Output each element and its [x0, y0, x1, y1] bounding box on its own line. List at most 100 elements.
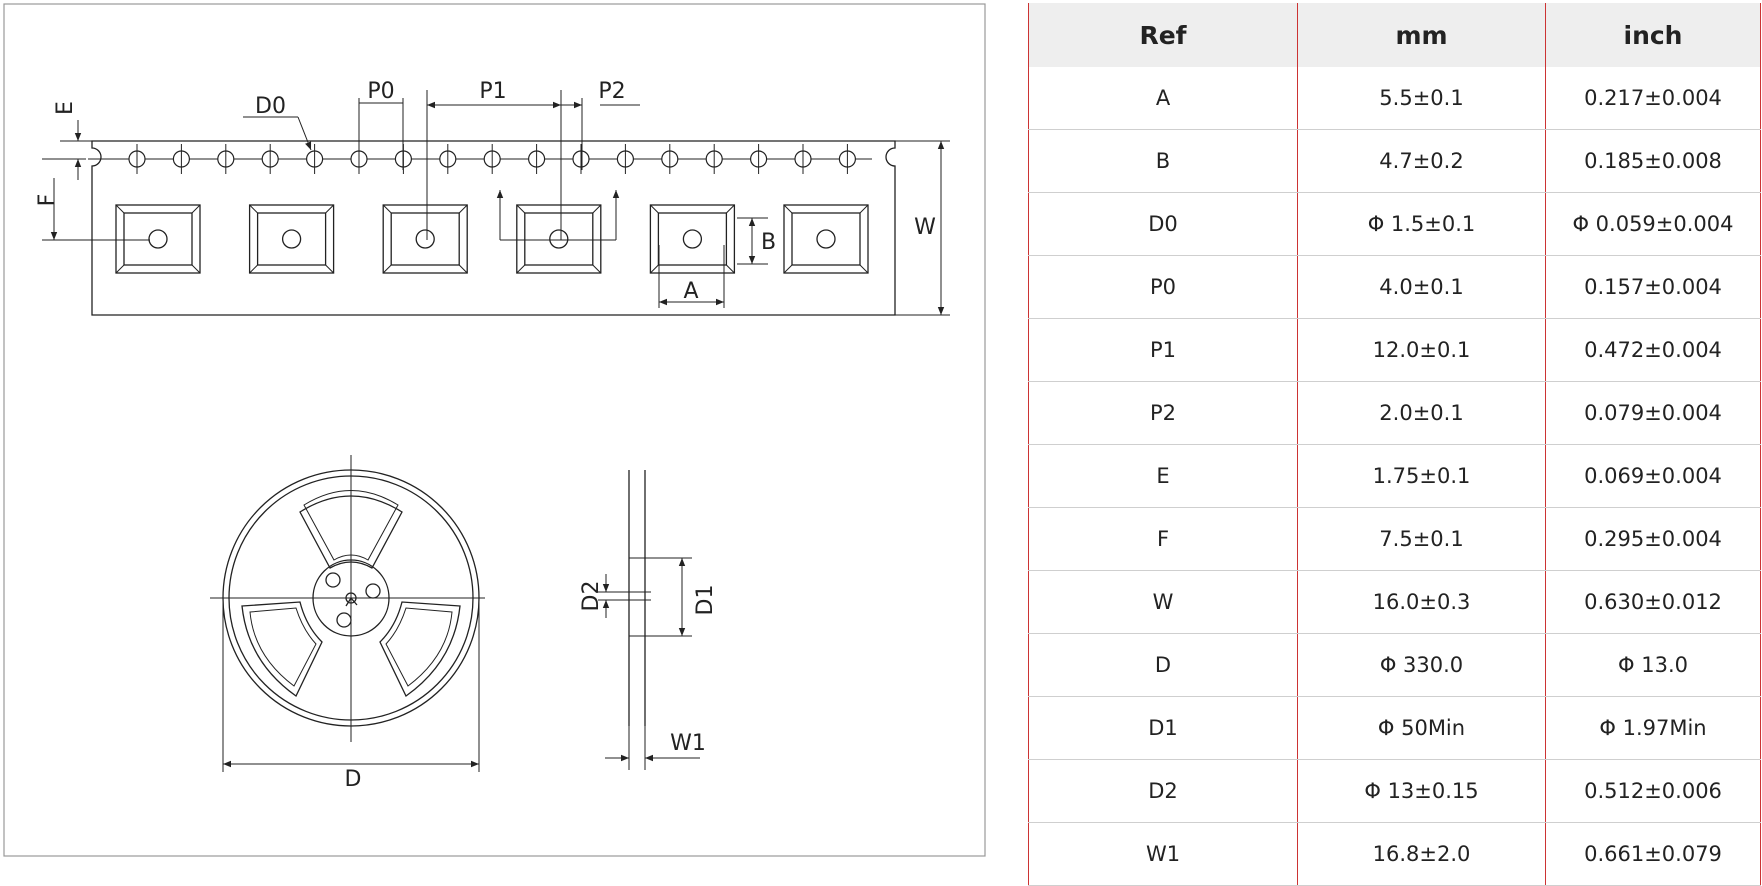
dim-label-D: D	[345, 767, 362, 792]
drawing-frame	[3, 3, 986, 857]
dim-label-P1: P1	[479, 79, 506, 104]
cell-inch: Φ 1.97Min	[1545, 696, 1761, 760]
cell-inch: Φ 13.0	[1545, 633, 1761, 697]
cell-ref: P0	[1028, 255, 1298, 319]
cell-inch: 0.157±0.004	[1545, 255, 1761, 319]
dim-D0-leader	[243, 116, 312, 151]
dim-label-D1: D1	[693, 585, 718, 616]
dim-label-D2: D2	[579, 581, 604, 612]
cell-inch: 0.472±0.004	[1545, 318, 1761, 382]
tape-reel-drawing: E F D0 P0 P1 P2 W	[3, 3, 986, 857]
cell-ref: P2	[1028, 381, 1298, 445]
cell-inch: 0.079±0.004	[1545, 381, 1761, 445]
pocket-hole	[281, 229, 302, 249]
cell-ref: A	[1028, 67, 1298, 130]
dim-P0	[358, 98, 404, 170]
component-pockets	[115, 204, 869, 274]
cell-inch: 0.295±0.004	[1545, 507, 1761, 571]
dim-label-D0: D0	[255, 94, 286, 119]
component-pocket	[649, 204, 736, 274]
dim-label-P0: P0	[367, 79, 394, 104]
cell-ref: W1	[1028, 822, 1298, 886]
cell-ref: B	[1028, 129, 1298, 193]
cell-mm: Φ 330.0	[1297, 633, 1546, 697]
cell-mm: 5.5±0.1	[1297, 67, 1546, 130]
cell-inch: 0.069±0.004	[1545, 444, 1761, 508]
pocket-hole	[549, 229, 569, 249]
sprocket-holes	[128, 144, 857, 174]
dim-B	[737, 217, 768, 265]
dim-P1	[426, 90, 562, 240]
dim-W1	[605, 726, 700, 770]
cell-ref: D	[1028, 633, 1298, 697]
pocket-hole	[148, 229, 168, 249]
cell-ref: W	[1028, 570, 1298, 634]
pocket-center-arrows	[496, 190, 620, 241]
cell-inch: 0.185±0.008	[1545, 129, 1761, 193]
component-pocket	[115, 204, 201, 274]
pocket-hole	[682, 229, 703, 249]
dim-F	[42, 158, 150, 241]
header-mm: mm	[1297, 3, 1546, 67]
dim-A	[658, 245, 725, 308]
pocket-hole	[415, 229, 435, 249]
cell-mm: 16.8±2.0	[1297, 822, 1546, 886]
cell-mm: Φ 13±0.15	[1297, 759, 1546, 823]
cell-ref: D0	[1028, 192, 1298, 256]
header-ref: Ref	[1028, 3, 1298, 67]
dim-D1	[645, 557, 692, 637]
cell-mm: Φ 1.5±0.1	[1297, 192, 1546, 256]
cell-ref: E	[1028, 444, 1298, 508]
drawing-panel: E F D0 P0 P1 P2 W	[3, 3, 986, 857]
reel-centerlines	[210, 455, 485, 742]
cell-mm: 4.7±0.2	[1297, 129, 1546, 193]
cell-ref: P1	[1028, 318, 1298, 382]
header-inch: inch	[1545, 3, 1761, 67]
cell-inch: 0.512±0.006	[1545, 759, 1761, 823]
cell-mm: 7.5±0.1	[1297, 507, 1546, 571]
dim-label-W: W	[914, 215, 936, 240]
cell-mm: 12.0±0.1	[1297, 318, 1546, 382]
dim-D	[222, 598, 480, 772]
dim-label-B: B	[761, 230, 776, 255]
table-header-row: Ref mm inch	[1028, 3, 1761, 67]
dim-E	[60, 120, 92, 180]
dim-label-W1: W1	[670, 731, 706, 756]
component-pocket	[783, 204, 869, 274]
cell-inch: 0.630±0.012	[1545, 570, 1761, 634]
dim-label-A: A	[683, 279, 698, 304]
component-pocket	[248, 204, 335, 274]
dim-D2	[598, 574, 629, 618]
cell-ref: F	[1028, 507, 1298, 571]
dim-P2	[561, 98, 640, 170]
reel-side-view	[628, 470, 651, 726]
cell-inch: 0.661±0.079	[1545, 822, 1761, 886]
cell-ref: D1	[1028, 696, 1298, 760]
cell-mm: 1.75±0.1	[1297, 444, 1546, 508]
dim-W	[895, 140, 950, 316]
cell-inch: Φ 0.059±0.004	[1545, 192, 1761, 256]
component-pocket	[382, 204, 468, 274]
dim-label-E: E	[53, 101, 78, 115]
cell-mm: 4.0±0.1	[1297, 255, 1546, 319]
cell-inch: 0.217±0.004	[1545, 67, 1761, 130]
dim-label-F: F	[35, 194, 60, 207]
cell-mm: 16.0±0.3	[1297, 570, 1546, 634]
cell-ref: D2	[1028, 759, 1298, 823]
cell-mm: 2.0±0.1	[1297, 381, 1546, 445]
pocket-hole	[816, 229, 836, 249]
component-pocket	[516, 204, 602, 274]
